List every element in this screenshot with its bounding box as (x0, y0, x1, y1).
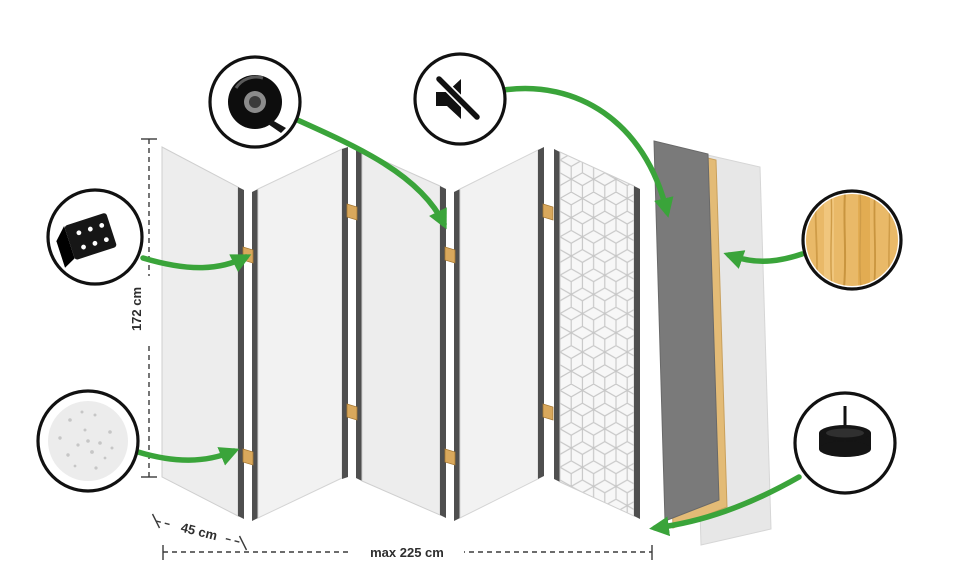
arrow-mute (501, 85, 674, 218)
dimension-panel-width: 45 cm (151, 513, 248, 551)
felt-pad-icon (819, 406, 871, 457)
panel-3-edge-left (356, 148, 362, 481)
hinge-icon (56, 213, 117, 268)
patterned-panel (559, 151, 635, 517)
height-label: 172 cm (129, 287, 144, 331)
hinge (542, 203, 554, 221)
hinge (242, 448, 254, 466)
height-label-bg (133, 276, 150, 342)
patterned-panel-group (554, 149, 640, 519)
hinge (346, 403, 358, 421)
callout-wood (801, 189, 903, 291)
total-width-label-bg (350, 543, 464, 561)
panel-width-cap-right (238, 535, 248, 551)
mute-speaker-icon (435, 75, 481, 121)
arrow-hinge (140, 254, 252, 273)
arrow-tape (290, 115, 447, 230)
panel-width-label-bg (170, 516, 228, 547)
panel-4 (459, 149, 539, 519)
patterned-panel-edge-right (634, 186, 640, 519)
hinge (346, 203, 358, 221)
hinge (444, 246, 456, 264)
total-width-label: max 225 cm (370, 545, 444, 560)
arrow-felt-pad (649, 474, 802, 537)
dark-board (653, 140, 720, 522)
screen-panels (161, 146, 554, 521)
texture-icon (48, 401, 128, 481)
arrow-texture (135, 447, 240, 466)
dimension-total-width: max 225 cm (162, 543, 653, 561)
panel-3-edge-right (440, 186, 446, 518)
panel-width-line (155, 520, 244, 544)
panel-width-cap-left (151, 513, 161, 529)
callout-mute (413, 52, 507, 146)
callout-texture (36, 389, 140, 493)
panel-1-edge (238, 187, 244, 519)
panel-2 (257, 148, 343, 519)
tape-icon (228, 75, 286, 133)
frame-and-board-layer (653, 140, 728, 529)
patterned-panel-edge-left (554, 149, 560, 482)
panel-2-edge-left (252, 189, 258, 521)
wood-icon (806, 194, 898, 286)
callout-hinge (46, 188, 144, 286)
hinge (444, 448, 456, 466)
callout-arrows (135, 85, 805, 537)
arrow-wood (723, 250, 805, 269)
callout-tape (208, 55, 302, 149)
hinge (542, 403, 554, 421)
dimension-height: 172 cm (129, 138, 157, 478)
panel-4-edge-left (454, 189, 460, 521)
panel-3 (361, 150, 441, 516)
callout-felt-pad (793, 391, 897, 495)
panel-4-edge-right (538, 147, 544, 479)
panel-2-edge-right (342, 147, 348, 479)
